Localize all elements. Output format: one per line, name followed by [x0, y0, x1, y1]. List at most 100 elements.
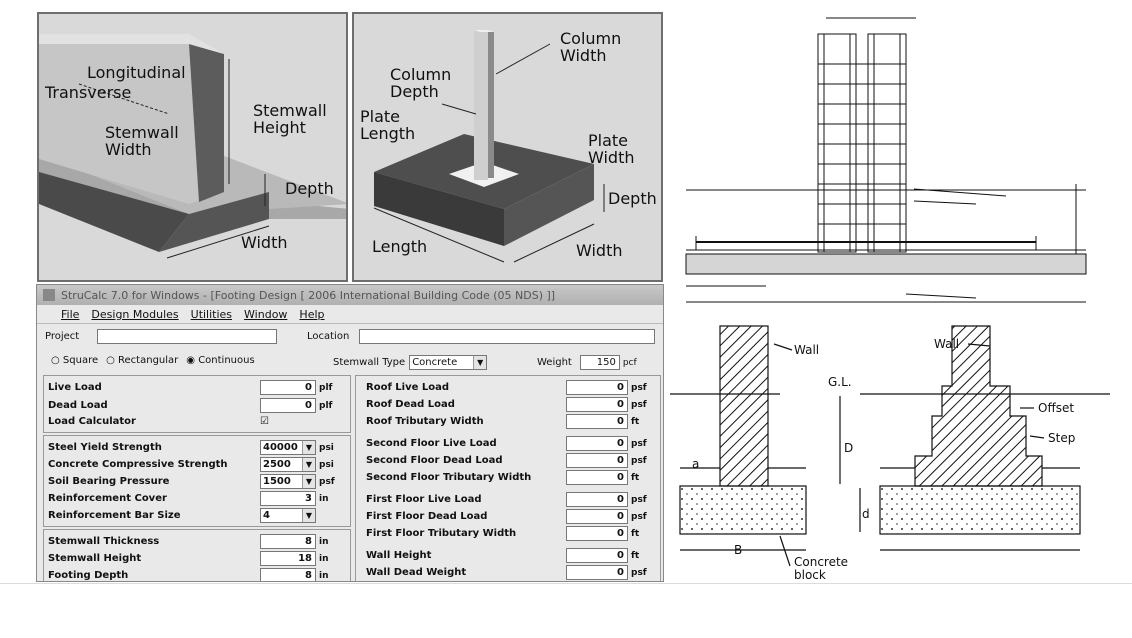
width-b-label: B — [734, 543, 743, 557]
window-title: StruCalc 7.0 for Windows - [Footing Desi… — [61, 288, 556, 302]
weight-unit: pcf — [622, 357, 637, 368]
offset-label: Offset — [1038, 401, 1075, 415]
wall-dead-weight-input[interactable]: 0 — [566, 565, 628, 580]
dead-load-input[interactable]: 0 — [260, 398, 316, 413]
stemwall-footing-drawing — [39, 34, 346, 259]
stemwall-height-unit: in — [319, 553, 329, 564]
steel-yield-select[interactable]: 40000▼ — [260, 440, 316, 455]
dead-load-row: Dead Load 0 plf — [48, 398, 332, 413]
chevron-down-icon: ▼ — [302, 458, 315, 471]
weight-input[interactable]: 150 — [579, 355, 620, 370]
reinforcement-cover-row: Reinforcement Cover 3 in — [48, 491, 329, 506]
stemwall-thickness-input[interactable]: 8 — [260, 534, 316, 549]
stemwall-thickness-row: Stemwall Thickness 8 in — [48, 534, 329, 549]
project-row: Project — [45, 329, 277, 344]
column-footing-drawing — [373, 30, 605, 263]
reinforcement-cover-input[interactable]: 3 — [260, 491, 316, 506]
right-row: Roof Tributary Width 0 ft — [366, 414, 639, 429]
menu-help[interactable]: Help — [299, 307, 325, 321]
concrete-strength-unit: psi — [319, 459, 334, 470]
width-label: Width — [241, 233, 288, 252]
first-floor-dead-load-label: First Floor Dead Load — [366, 511, 488, 522]
footing-depth-label: Footing Depth — [48, 570, 129, 581]
roof-dead-load-input[interactable]: 0 — [566, 397, 628, 412]
right-row: Second Floor Tributary Width 0 ft — [366, 470, 639, 485]
location-label: Location — [307, 331, 350, 342]
menu-window[interactable]: Window — [244, 307, 288, 321]
steel-yield-row: Steel Yield Strength 40000▼ psi — [48, 440, 334, 455]
second-floor-tributary-width-unit: ft — [631, 472, 640, 483]
load-calculator-row: Load Calculator ☑ — [48, 416, 269, 427]
wall-footing-section-drawing — [670, 325, 1110, 567]
reinforcement-cover-label: Reinforcement Cover — [48, 493, 167, 504]
menu-file[interactable]: File — [61, 307, 80, 321]
title-bar[interactable]: StruCalc 7.0 for Windows - [Footing Desi… — [37, 285, 663, 305]
stemwall-type-select[interactable]: Concrete▼ — [409, 355, 488, 370]
ground-level-label: G.L. — [828, 375, 852, 389]
dead-load-label: Dead Load — [48, 400, 108, 411]
soil-bearing-select[interactable]: 1500▼ — [260, 474, 316, 489]
transverse-label: Transverse — [45, 83, 132, 102]
stemwall-height-input[interactable]: 18 — [260, 551, 316, 566]
roof-tributary-width-label: Roof Tributary Width — [366, 416, 484, 427]
menu-bar: File Design Modules Utilities Window Hel… — [37, 305, 663, 324]
soil-bearing-unit: psf — [319, 476, 335, 487]
load-calculator-checkbox[interactable]: ☑ — [260, 416, 269, 427]
location-input[interactable] — [359, 329, 655, 344]
right-row: Wall Dead Weight 0 psf — [366, 565, 647, 580]
second-floor-live-load-input[interactable]: 0 — [566, 436, 628, 451]
floor-loads-group: Roof Live Load 0 psf Roof Dead Load 0 ps… — [355, 375, 661, 581]
second-floor-tributary-width-label: Second Floor Tributary Width — [366, 472, 532, 483]
stemwall-height-label: Stemwall Height — [48, 553, 142, 564]
concrete-strength-select[interactable]: 2500▼ — [260, 457, 316, 472]
first-floor-dead-load-unit: psf — [631, 511, 647, 522]
concrete-strength-row: Concrete Compressive Strength 2500▼ psi — [48, 457, 334, 472]
first-floor-tributary-width-input[interactable]: 0 — [566, 526, 628, 541]
load-calculator-label: Load Calculator — [48, 416, 136, 427]
weight-row: Weight 150 pcf — [537, 355, 637, 370]
longitudinal-label: Longitudinal — [87, 63, 186, 82]
bar-size-label: Reinforcement Bar Size — [48, 510, 181, 521]
wall-height-input[interactable]: 0 — [566, 548, 628, 563]
second-floor-dead-load-input[interactable]: 0 — [566, 453, 628, 468]
stemwall-footing-diagram: Longitudinal Transverse Stemwall Height … — [37, 12, 348, 282]
footing-rebar-section — [685, 17, 1087, 303]
bar-size-select[interactable]: 4▼ — [260, 508, 316, 523]
first-floor-dead-load-input[interactable]: 0 — [566, 509, 628, 524]
geometry-group: Stemwall Thickness 8 in Stemwall Height … — [43, 529, 351, 581]
project-input[interactable] — [97, 329, 277, 344]
length-label: Length — [372, 237, 428, 256]
second-floor-live-load-label: Second Floor Live Load — [366, 438, 497, 449]
second-floor-dead-load-label: Second Floor Dead Load — [366, 455, 503, 466]
material-group: Steel Yield Strength 40000▼ psi Concrete… — [43, 435, 351, 527]
footing-type-group: ○ Square ○ Rectangular ◉ Continuous — [51, 355, 255, 366]
live-load-input[interactable]: 0 — [260, 380, 316, 395]
first-floor-tributary-width-unit: ft — [631, 528, 640, 539]
load-group: Live Load 0 plf Dead Load 0 plf Load Cal… — [43, 375, 351, 433]
right-row: Second Floor Dead Load 0 psf — [366, 453, 647, 468]
roof-tributary-width-input[interactable]: 0 — [566, 414, 628, 429]
footing-depth-input[interactable]: 8 — [260, 568, 316, 581]
right-row: Wall Height 0 ft — [366, 548, 639, 563]
menu-design-modules[interactable]: Design Modules — [91, 307, 179, 321]
radio-rectangular[interactable]: ○ Rectangular — [106, 355, 179, 366]
right-row: Second Floor Live Load 0 psf — [366, 436, 647, 451]
first-floor-live-load-label: First Floor Live Load — [366, 494, 482, 505]
radio-square[interactable]: ○ Square — [51, 355, 99, 366]
stemwall-type-label: Stemwall Type — [333, 357, 406, 368]
app-icon — [43, 289, 55, 301]
first-floor-live-load-input[interactable]: 0 — [566, 492, 628, 507]
right-row: Roof Live Load 0 psf — [366, 380, 647, 395]
right-row: First Floor Dead Load 0 psf — [366, 509, 647, 524]
roof-live-load-label: Roof Live Load — [366, 382, 450, 393]
depth-d-label: D — [844, 441, 854, 455]
strucalc-window: StruCalc 7.0 for Windows - [Footing Desi… — [36, 284, 664, 582]
roof-tributary-width-unit: ft — [631, 416, 640, 427]
radio-continuous[interactable]: ◉ Continuous — [186, 355, 255, 366]
second-floor-tributary-width-input[interactable]: 0 — [566, 470, 628, 485]
chevron-down-icon: ▼ — [473, 356, 487, 369]
roof-live-load-input[interactable]: 0 — [566, 380, 628, 395]
menu-utilities[interactable]: Utilities — [190, 307, 233, 321]
footing-depth-unit: in — [319, 570, 329, 581]
second-floor-dead-load-unit: psf — [631, 455, 647, 466]
